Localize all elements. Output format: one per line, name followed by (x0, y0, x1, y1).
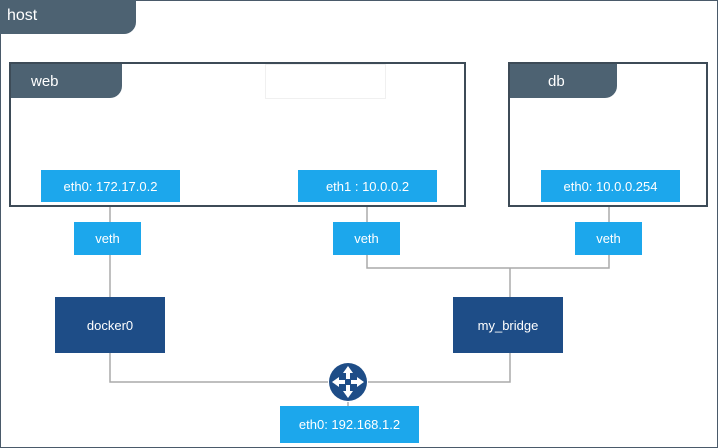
line-my-bridge-to-router (368, 353, 511, 383)
line-docker0-to-router (109, 353, 328, 383)
web-eth0-interface: eth0: 172.17.0.2 (41, 170, 180, 202)
veth-web-eth0: veth (74, 222, 141, 255)
db-tab: db (510, 64, 617, 98)
db-eth0-interface: eth0: 10.0.0.254 (541, 170, 680, 202)
host-eth0-interface: eth0: 192.168.1.2 (280, 406, 419, 443)
host-tab: host (0, 0, 136, 34)
my-bridge: my_bridge (453, 297, 563, 353)
veth-web-eth1: veth (333, 222, 400, 255)
web-label: web (31, 73, 59, 90)
veth-db-eth0: veth (575, 222, 642, 255)
web-eth1-interface: eth1 : 10.0.0.2 (298, 170, 437, 202)
docker0-bridge: docker0 (55, 297, 165, 353)
db-label: db (548, 73, 565, 90)
empty-placeholder (265, 64, 386, 99)
host-label: host (7, 7, 38, 24)
line-veth-web-eth1-down (366, 255, 510, 269)
router-icon (329, 363, 367, 401)
web-tab: web (11, 64, 122, 98)
line-veth-db-down (510, 255, 610, 269)
